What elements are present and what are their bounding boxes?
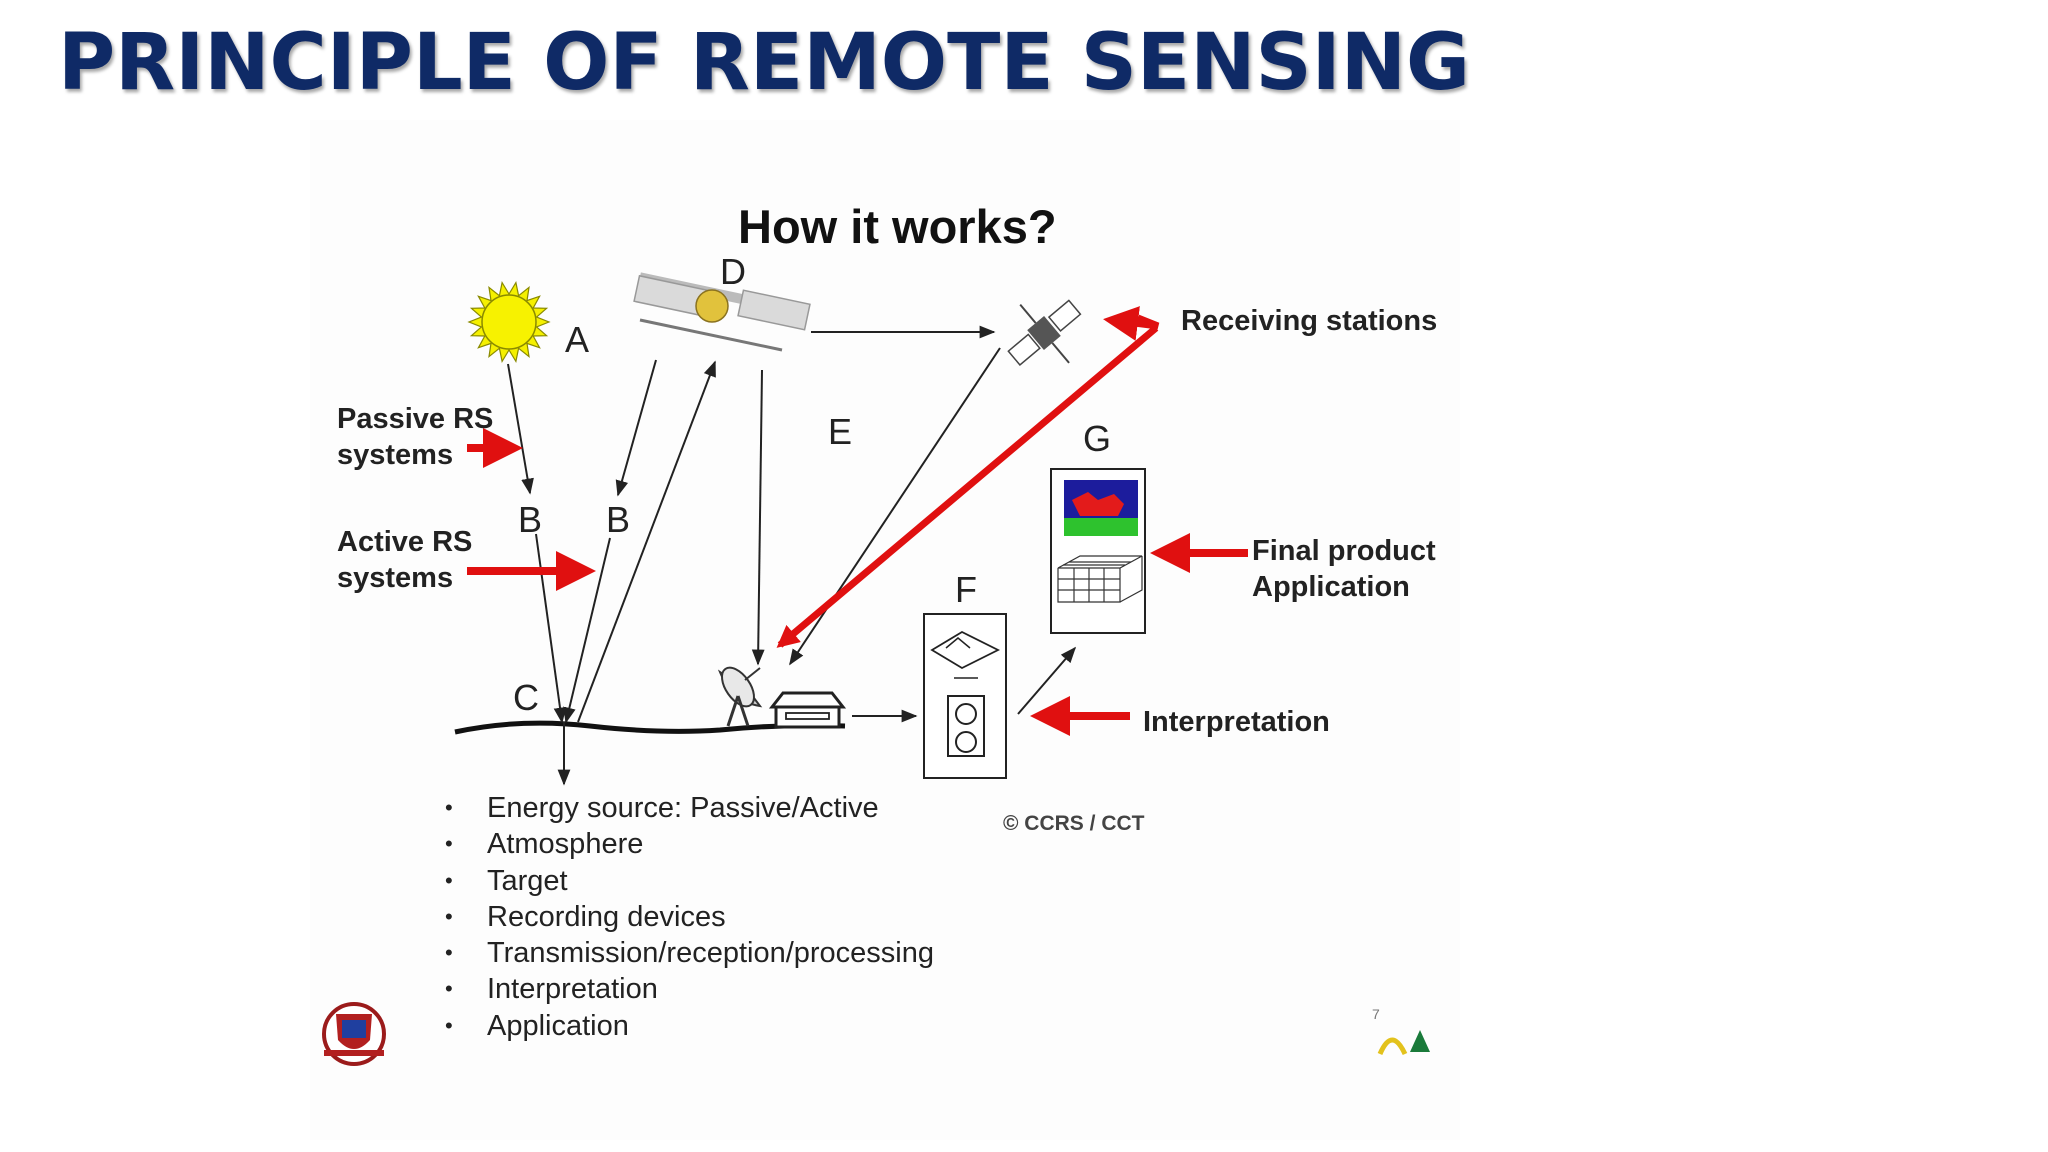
list-item-text: Atmosphere	[487, 828, 644, 861]
list-item: •Interpretation	[445, 973, 658, 1006]
list-item-text: Recording devices	[487, 900, 726, 933]
dish-antenna-icon	[717, 666, 763, 727]
letter-c: C	[513, 677, 539, 718]
final-product-box	[1050, 468, 1146, 634]
ground-station-icon	[768, 691, 847, 729]
list-item-text: Application	[487, 1009, 629, 1042]
letter-b-active: B	[606, 499, 630, 540]
list-item-text: Target	[487, 864, 568, 897]
credit-text: © CCRS / CCT	[1003, 812, 1145, 835]
list-item-text: Energy source: Passive/Active	[487, 792, 879, 824]
passive-rs-label: Passive RS	[337, 403, 493, 435]
letter-d: D	[720, 251, 746, 292]
active-rs-label-line2: systems	[337, 562, 453, 594]
diagram-heading: How it works?	[738, 200, 1057, 253]
university-seal-icon	[322, 1002, 386, 1066]
satellite-icon	[633, 272, 811, 352]
list-item: •Target	[445, 864, 568, 897]
list-item: •Recording devices	[445, 900, 726, 933]
list-item-text: Transmission/reception/processing	[487, 937, 935, 970]
interpretation-label: Interpretation	[1143, 706, 1330, 738]
slide-title: PRINCIPLE OF REMOTE SENSING	[58, 18, 1470, 108]
letter-e: E	[828, 411, 852, 452]
red-callout-arrows	[467, 306, 1248, 736]
list-item: •Transmission/reception/processing	[445, 937, 935, 970]
letter-a: A	[565, 319, 589, 360]
list-item: •Energy source: Passive/Active	[445, 792, 879, 824]
list-item: •Application	[445, 1009, 629, 1042]
component-list: •Energy source: Passive/Active •Atmosphe…	[445, 790, 934, 1044]
passive-rs-label-line2: systems	[337, 439, 453, 471]
application-label: Application	[1252, 571, 1410, 603]
letter-f: F	[955, 569, 977, 610]
page-number: 7	[1372, 1006, 1380, 1022]
list-item-text: Interpretation	[487, 973, 658, 1006]
letter-b-passive: B	[518, 499, 542, 540]
tree-logo-icon	[1377, 1030, 1430, 1056]
interpretation-box	[923, 613, 1007, 779]
sun-icon	[467, 280, 551, 364]
active-rs-label: Active RS	[337, 526, 472, 558]
relay-satellite-icon	[1007, 299, 1082, 367]
final-product-label: Final product	[1252, 535, 1436, 567]
receiving-stations-label: Receiving stations	[1181, 305, 1437, 337]
letter-g: G	[1083, 418, 1111, 459]
list-item: •Atmosphere	[445, 828, 644, 861]
